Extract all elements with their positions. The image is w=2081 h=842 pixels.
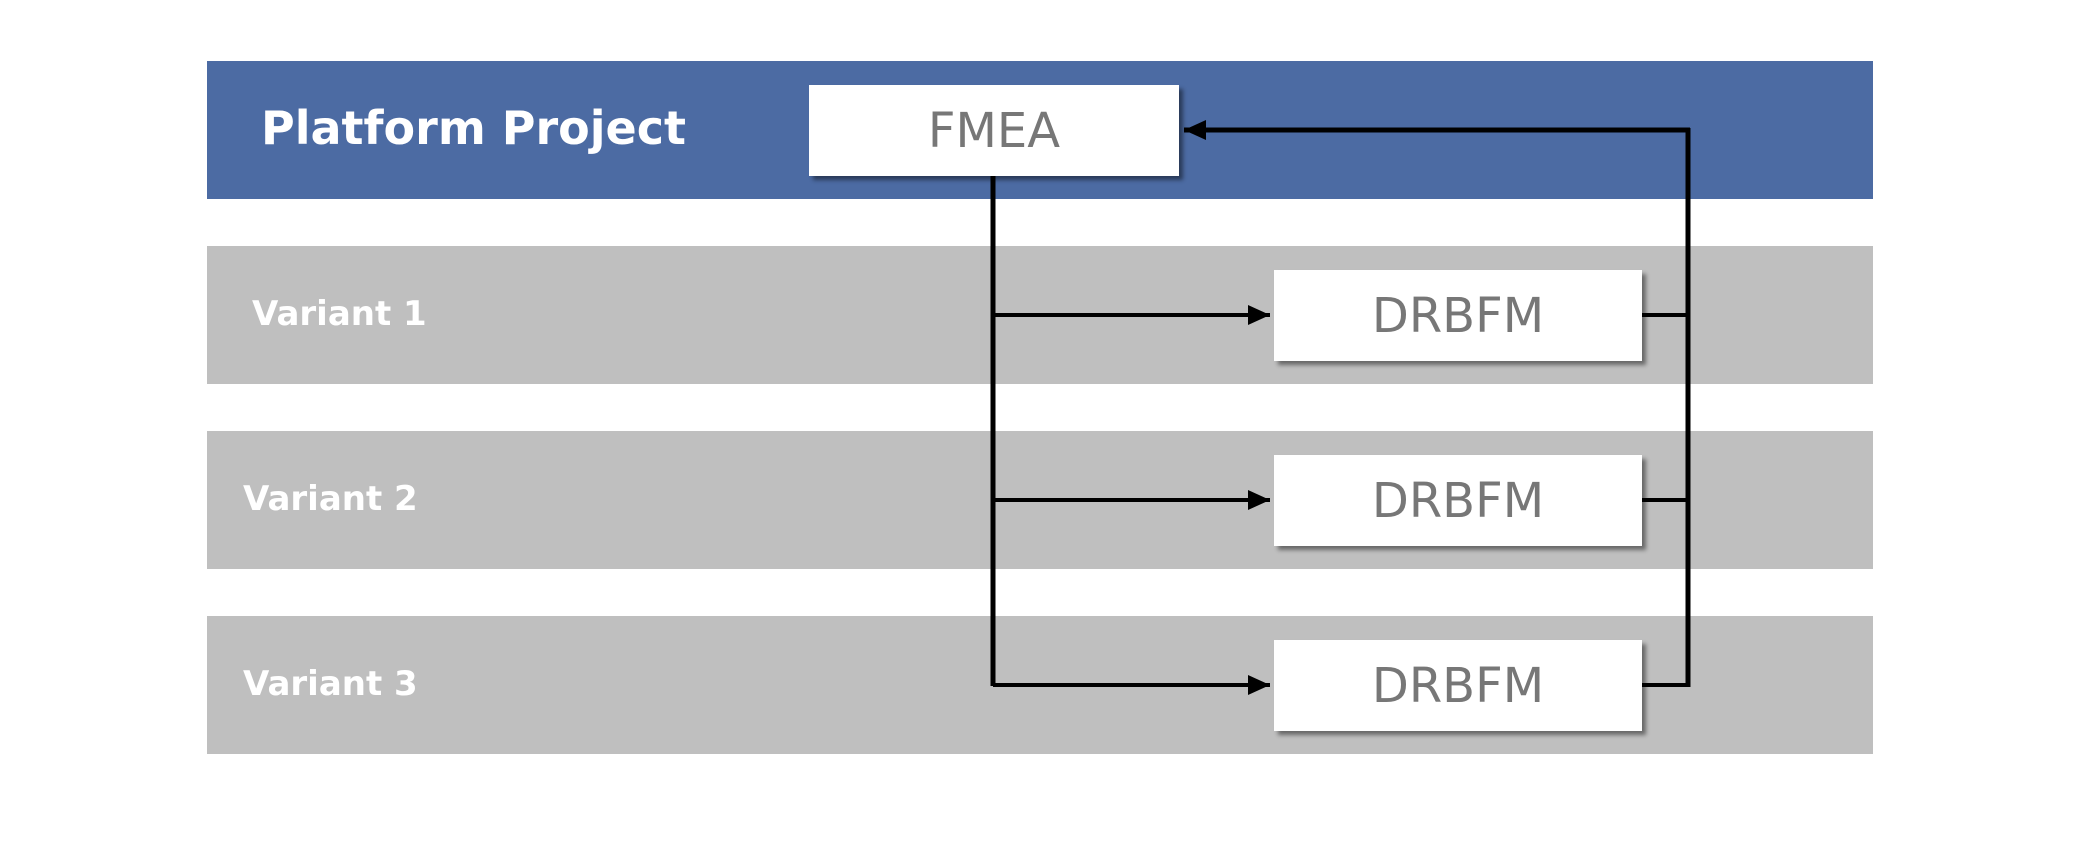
drbfm-label: DRBFM bbox=[1371, 472, 1545, 529]
variant-3-label: Variant 3 bbox=[243, 664, 418, 704]
drbfm-box-variant-2: DRBFM bbox=[1274, 455, 1642, 546]
variant-2-label: Variant 2 bbox=[243, 479, 418, 519]
fmea-label: FMEA bbox=[927, 102, 1061, 159]
drbfm-label: DRBFM bbox=[1371, 287, 1545, 344]
drbfm-box-variant-1: DRBFM bbox=[1274, 270, 1642, 361]
platform-project-label: Platform Project bbox=[261, 101, 686, 155]
drbfm-label: DRBFM bbox=[1371, 657, 1545, 714]
drbfm-box-variant-3: DRBFM bbox=[1274, 640, 1642, 731]
fmea-box: FMEA bbox=[809, 85, 1179, 176]
variant-1-label: Variant 1 bbox=[252, 294, 427, 334]
